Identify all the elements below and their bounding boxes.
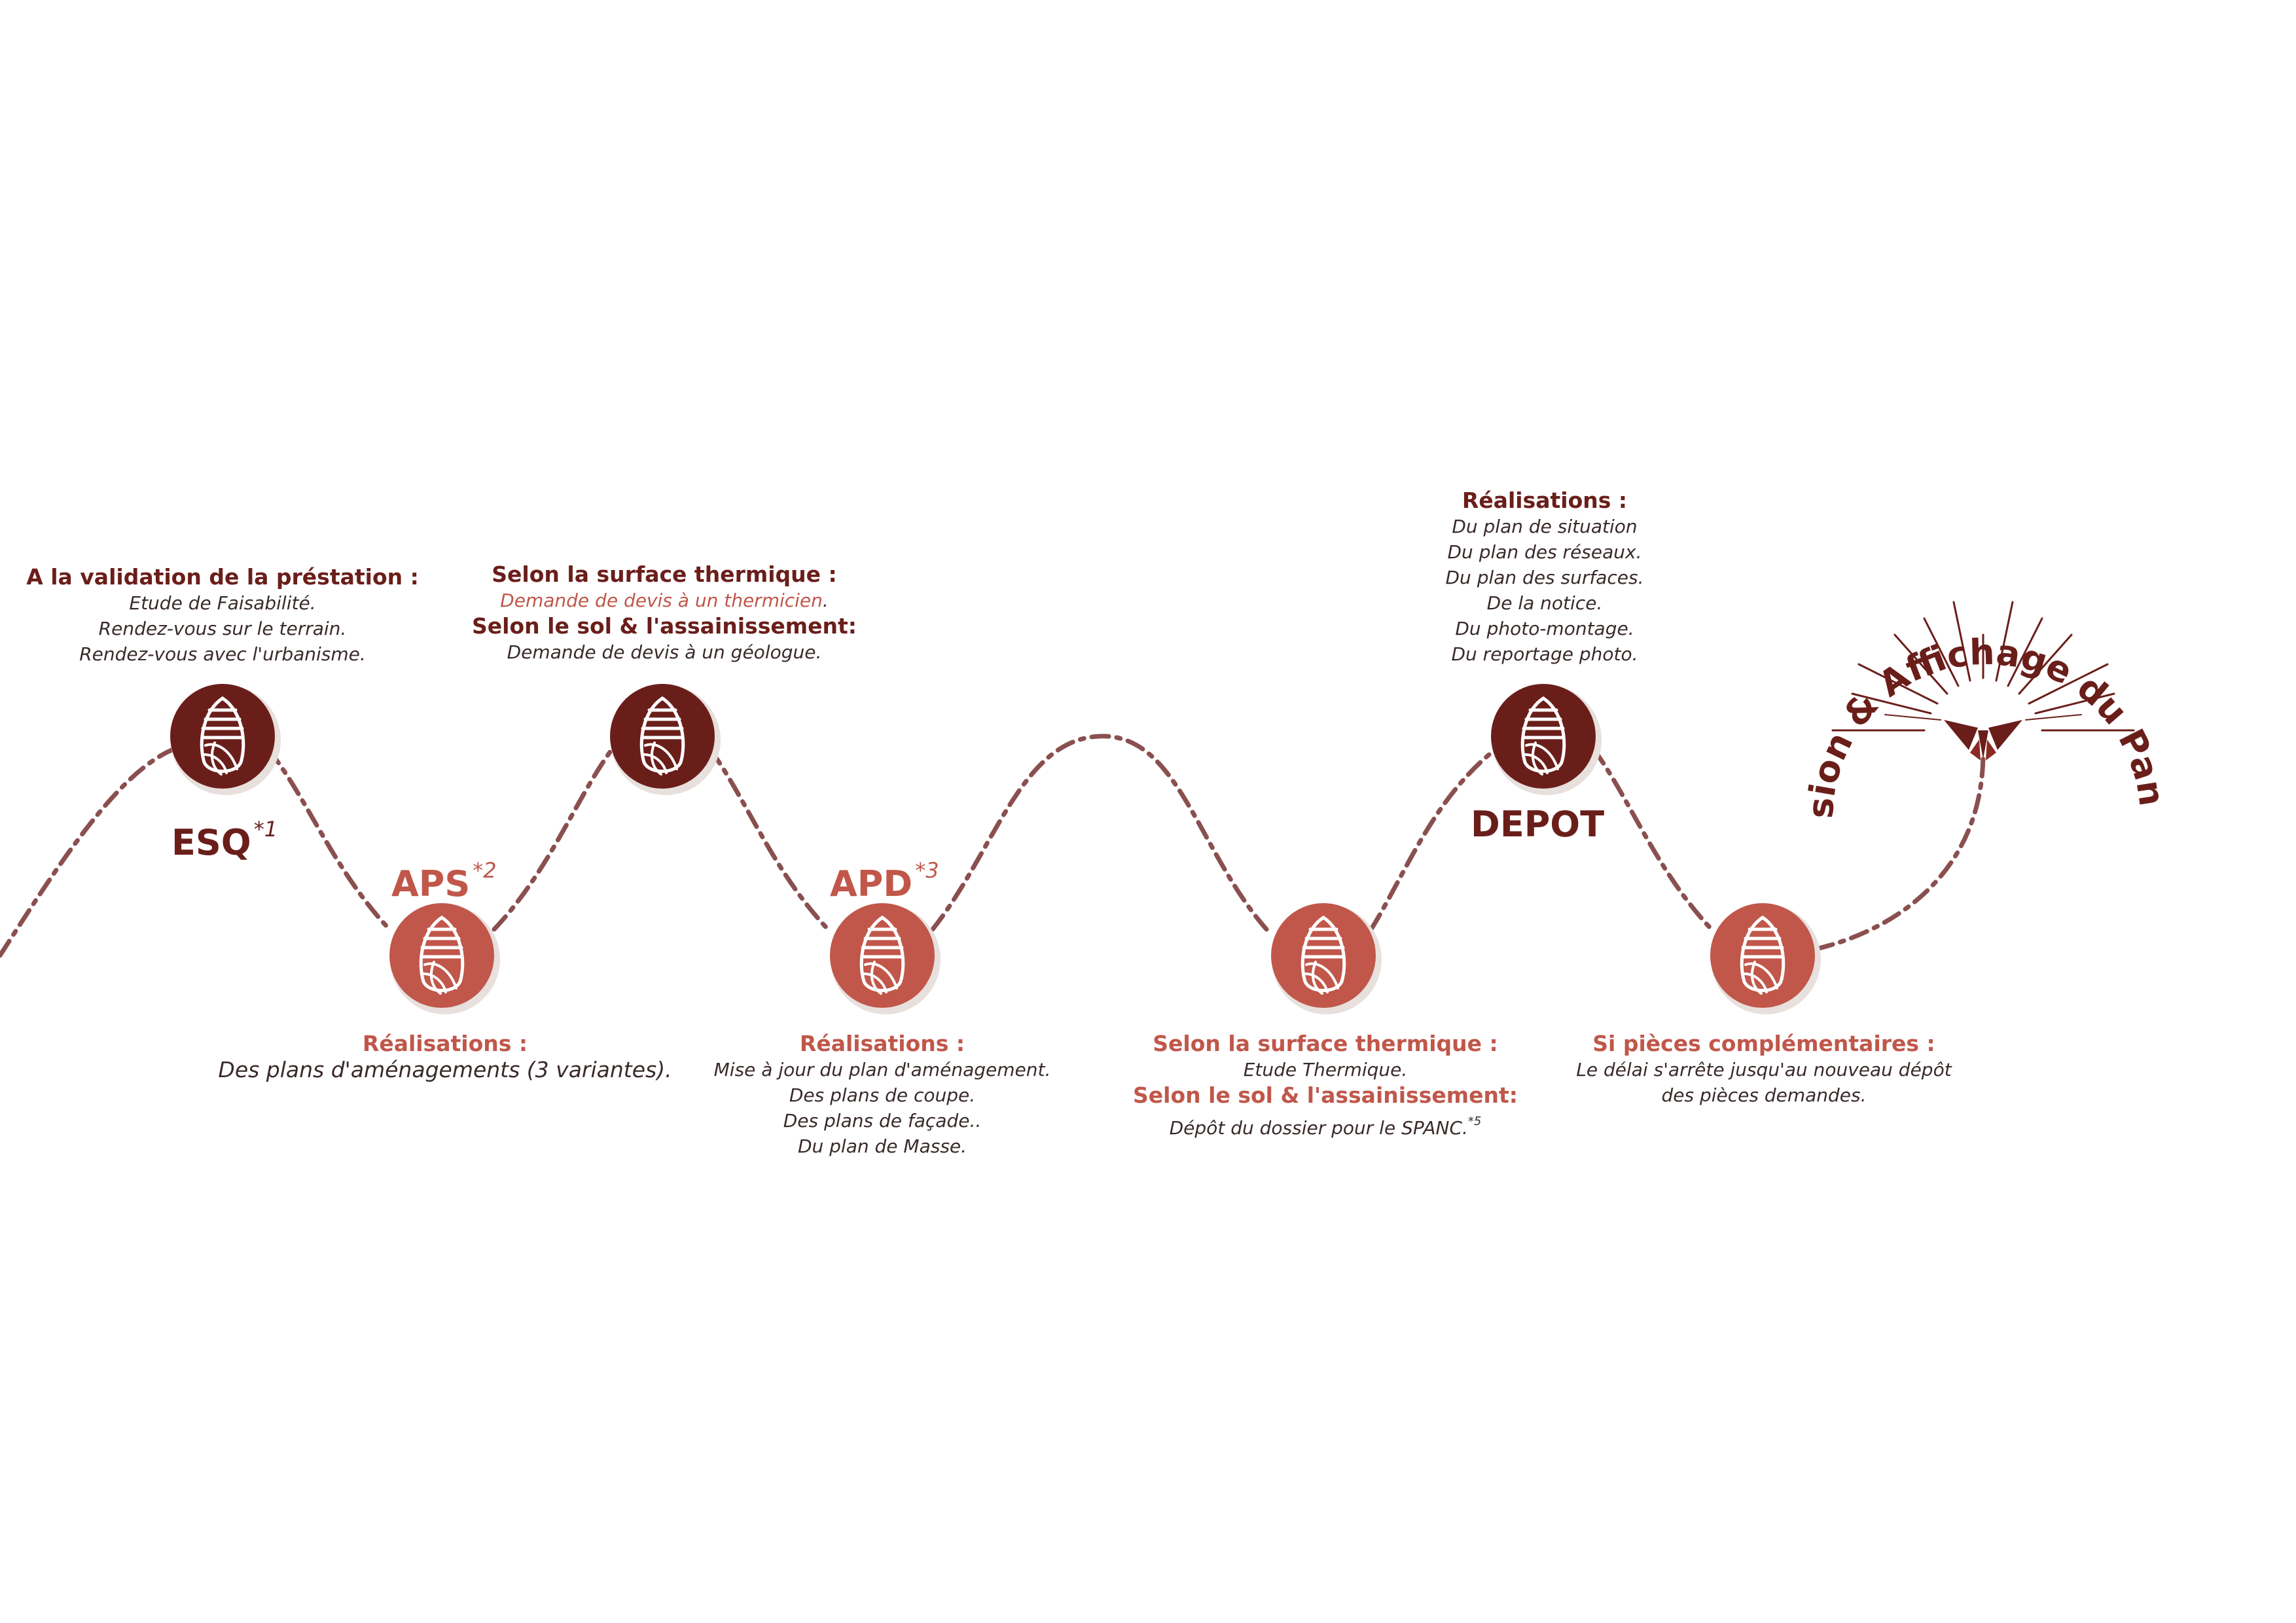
thermique-2-line: Etude Thermique. <box>1243 1059 1408 1080</box>
depot-line: Du reportage photo. <box>1451 643 1638 665</box>
depot-line: Du photo-montage. <box>1455 618 1634 639</box>
esq-line: Etude de Faisabilité. <box>129 592 316 614</box>
esq-heading: A la validation de la préstation : <box>26 564 419 590</box>
depot-heading: Réalisations : <box>1462 488 1628 513</box>
apd-line: Mise à jour du plan d'aménagement. <box>713 1059 1051 1080</box>
stage-label-depot: DEPOT <box>1471 804 1605 845</box>
thermique-2-heading: Selon la surface thermique : <box>1153 1031 1498 1056</box>
sun-rays <box>1831 601 2135 732</box>
pieces-info: Si pièces complémentaires : Le délai s'a… <box>1568 1031 1960 1108</box>
sol-1-line: Demande de devis à un géologue. <box>507 641 822 663</box>
final-emblem <box>1831 601 2135 760</box>
aps-heading: Réalisations : <box>362 1031 528 1056</box>
apd-info: Réalisations : Mise à jour du plan d'amé… <box>686 1031 1079 1159</box>
pieces-heading: Si pièces complémentaires : <box>1592 1031 1935 1056</box>
thermique-1-info: Selon la surface thermique : Demande de … <box>468 562 861 665</box>
butterfly-icon <box>1944 720 2022 760</box>
stage-label-apd: APD*3 <box>830 858 939 904</box>
sol-1-heading: Selon le sol & l'assainissement: <box>472 613 857 639</box>
apd-line: Du plan de Masse. <box>797 1135 967 1157</box>
final-title: Décision & Affichage du Panneau <box>0 0 2173 819</box>
sol-2-heading: Selon le sol & l'assainissement: <box>1133 1082 1518 1108</box>
timeline-path <box>0 734 1986 958</box>
pieces-line: des pièces demandes. <box>1661 1084 1867 1106</box>
node-esq <box>170 684 281 795</box>
node-apd <box>830 903 941 1014</box>
sol-2-line: Dépôt du dossier pour le SPANC. <box>1169 1117 1468 1139</box>
node-aps <box>389 903 500 1014</box>
node-thermique-2 <box>1271 903 1382 1014</box>
depot-line: Du plan des surfaces. <box>1445 567 1644 588</box>
stage-label-esq: ESQ*1 <box>171 817 278 863</box>
stage-label-aps: APS*2 <box>391 858 497 904</box>
depot-line: De la notice. <box>1486 592 1603 614</box>
thermique-1-line-end: . <box>822 590 829 611</box>
aps-line: Des plans d'aménagements (3 variantes). <box>218 1057 672 1082</box>
node-pieces <box>1710 903 1821 1014</box>
depot-line: Du plan des réseaux. <box>1447 541 1642 563</box>
node-depot <box>1491 684 1602 795</box>
esq-line: Rendez-vous sur le terrain. <box>98 618 347 639</box>
apd-line: Des plans de façade.. <box>783 1110 982 1132</box>
aps-info: Réalisations : Des plans d'aménagements … <box>183 1031 707 1082</box>
esq-line: Rendez-vous avec l'urbanisme. <box>79 643 366 665</box>
depot-line: Du plan de situation <box>1452 516 1638 537</box>
pieces-line: Le délai s'arrête jusqu'au nouveau dépôt <box>1576 1059 1952 1080</box>
apd-line: Des plans de coupe. <box>789 1084 976 1106</box>
thermique-1-line: Demande de devis à un thermicien <box>500 590 823 611</box>
esq-info: A la validation de la préstation : Etude… <box>26 564 419 667</box>
apd-heading: Réalisations : <box>799 1031 965 1056</box>
sol-2-note: *5 <box>1467 1115 1482 1128</box>
thermique-2-info: Selon la surface thermique : Etude Therm… <box>1122 1031 1528 1141</box>
node-thermique-1 <box>610 684 721 795</box>
thermique-1-heading: Selon la surface thermique : <box>492 562 837 587</box>
depot-info: Réalisations : Du plan de situation Du p… <box>1381 488 1708 667</box>
